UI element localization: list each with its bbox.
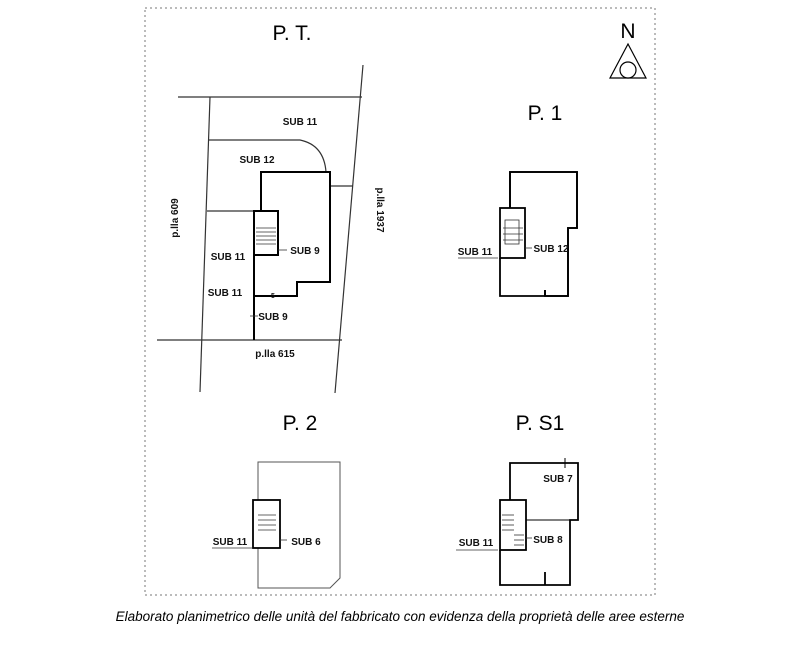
label-plla615: p.lla 615 — [255, 349, 295, 360]
plan-title: P. 1 — [528, 102, 563, 125]
plan-title: P. S1 — [516, 412, 565, 435]
label-sub11: SUB 11 — [459, 538, 494, 549]
plan-ground-floor: P. T. SUB 11 SUB 12 p.lla 609 p.lla 1937… — [157, 22, 385, 394]
label-sub11: SUB 11 — [458, 247, 493, 258]
figure-caption: Elaborato planimetrico delle unità del f… — [115, 609, 685, 624]
label-sub9-lower: SUB 9 — [258, 312, 288, 323]
plan-second-floor: P. 2 SUB 11 SUB 6 — [212, 412, 341, 589]
north-label: N — [620, 20, 635, 43]
label-sub9-main: SUB 9 — [290, 246, 320, 257]
step-mark: 5 — [271, 293, 275, 300]
label-sub7: SUB 7 — [543, 474, 573, 485]
drawing-frame — [144, 7, 656, 596]
label-sub12: SUB 12 — [239, 155, 274, 166]
plan-basement: P. S1 SUB 7 SUB 11 SUB 8 — [456, 412, 579, 586]
plan-title: P. T. — [273, 22, 312, 45]
label-sub12: SUB 12 — [533, 244, 568, 255]
label-sub11-top: SUB 11 — [283, 117, 318, 128]
plan-first-floor: P. 1 SUB 11 SUB 12 — [458, 102, 578, 297]
plan-title: P. 2 — [283, 412, 318, 435]
label-sub6: SUB 6 — [291, 537, 321, 548]
label-plla609: p.lla 609 — [170, 198, 181, 238]
north-arrow-icon: N — [609, 20, 647, 79]
label-sub11-lower: SUB 11 — [208, 288, 243, 299]
label-sub8: SUB 8 — [533, 535, 563, 546]
label-sub11-stair: SUB 11 — [211, 252, 246, 263]
label-sub11: SUB 11 — [213, 537, 248, 548]
label-plla1937: p.lla 1937 — [374, 187, 385, 232]
